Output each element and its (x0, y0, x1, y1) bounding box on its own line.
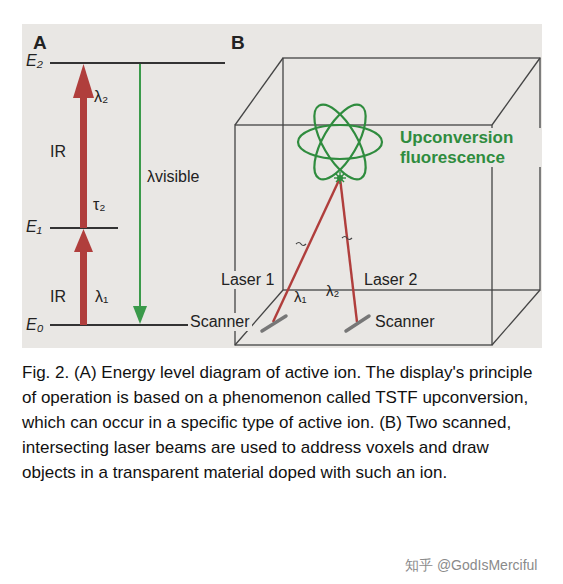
energy-levels (50, 63, 225, 325)
fluorescence-label: Upconversion fluorescence (398, 128, 542, 167)
band-label: IR (50, 288, 66, 306)
visible-arrow (133, 64, 147, 324)
ir-arrows (73, 64, 94, 325)
cube (235, 58, 540, 345)
wavelength-label: λ₁ (95, 288, 108, 306)
fluorescence-symbol (298, 97, 382, 187)
figure-ground (22, 24, 542, 348)
beam-tildes (296, 237, 352, 246)
scanner-label: Scanner (373, 313, 437, 331)
laser-label: Laser 2 (362, 271, 419, 289)
intersection-star (334, 172, 346, 184)
watermark: 知乎 @GodIsMerciful (405, 557, 537, 573)
scanner-label: Scanner (188, 313, 252, 331)
voxel-dot (337, 175, 343, 181)
laser-label: Laser 1 (219, 271, 276, 289)
wavelength-label: λ₂ (94, 88, 108, 106)
scanner-mirrors (262, 316, 369, 331)
panel-letter: A (33, 32, 47, 54)
level-label: E₂ (26, 52, 43, 70)
level-label: E₀ (26, 316, 43, 334)
laser-beams (273, 178, 357, 322)
figure-caption: Fig. 2. (A) Energy level diagram of acti… (22, 360, 544, 485)
wavelength-label: λ₂ (326, 282, 339, 299)
panel-letter: B (231, 32, 245, 54)
wavelength-label: λvisible (147, 168, 199, 186)
band-label: IR (50, 143, 66, 161)
level-label: E₁ (26, 218, 42, 236)
lifetime-label: τ₂ (93, 196, 106, 214)
wavelength-label: λ₁ (294, 288, 307, 305)
